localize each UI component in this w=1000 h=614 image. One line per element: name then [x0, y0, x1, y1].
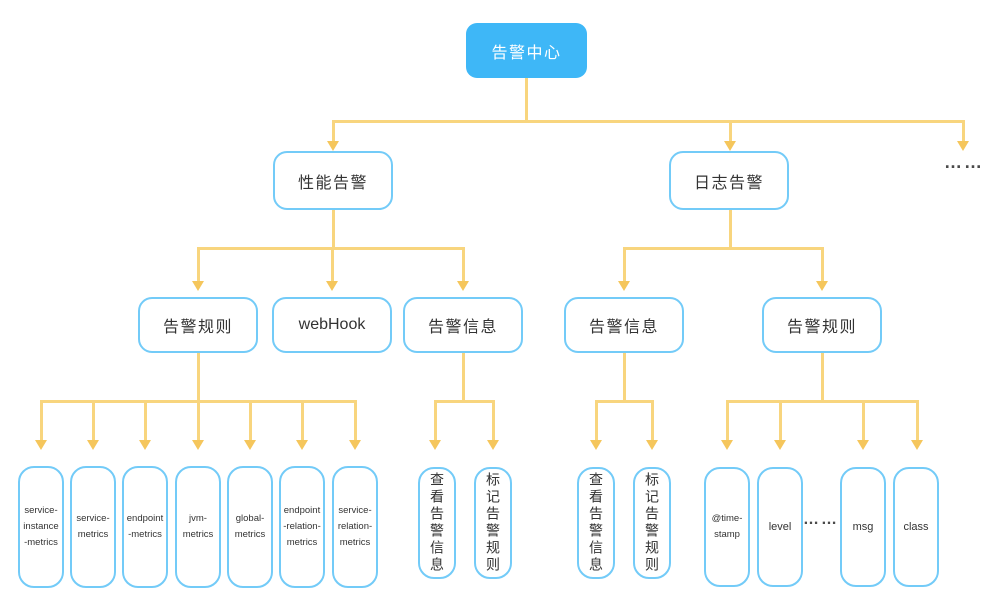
arrow-down-icon [723, 141, 736, 151]
node-mark-alert-rules-log: 标记告警规则 [633, 467, 671, 579]
arrow-down-icon [956, 141, 969, 151]
node-performance-alert-info: 告警信息 [403, 297, 523, 353]
connector-stem-log-info [622, 353, 626, 401]
arrow-down-icon [856, 440, 869, 450]
connector-drop [330, 248, 334, 282]
connector-drop [196, 248, 200, 282]
connector-bus-log-info [594, 399, 654, 403]
node-performance-alert-rules: 告警规则 [138, 297, 258, 353]
arrow-down-icon [428, 440, 441, 450]
connector-drop [778, 401, 782, 441]
arrow-down-icon [589, 440, 602, 450]
arrow-down-icon [486, 440, 499, 450]
arrow-down-icon [138, 440, 151, 450]
node-alert-center: 告警中心 [466, 23, 587, 78]
more-branches-ellipsis: …… [944, 152, 984, 172]
connector-bus-root [331, 119, 965, 123]
connector-drop [39, 401, 43, 441]
connector-stem-perf-info [461, 353, 465, 401]
connector-drop [331, 121, 335, 142]
node-performance-alert: 性能告警 [273, 151, 393, 210]
arrow-down-icon [86, 440, 99, 450]
connector-drop [725, 401, 729, 441]
connector-drop [248, 401, 252, 441]
node-msg-field: msg [840, 467, 886, 587]
connector-drop [143, 401, 147, 441]
node-log-alert: 日志告警 [669, 151, 789, 210]
connector-stem-root [525, 78, 528, 121]
connector-drop [196, 401, 200, 441]
connector-stem-performance [331, 210, 335, 248]
node-endpoint-relation-metrics: endpoint-relation-metrics [279, 466, 325, 588]
connector-drop [433, 401, 437, 441]
node-service-instance-metrics: service-instance-metrics [18, 466, 64, 588]
connector-bus-log-rules [725, 399, 919, 403]
node-endpoint-metrics: endpoint-metrics [122, 466, 168, 588]
connector-stem-log-rules [820, 353, 824, 401]
connector-drop [961, 121, 965, 142]
connector-drop [491, 401, 495, 441]
node-class-field: class [893, 467, 939, 587]
node-view-alert-info-performance: 查看告警信息 [418, 467, 456, 579]
node-level-field: level [757, 467, 803, 587]
node-mark-alert-rules-performance: 标记告警规则 [474, 467, 512, 579]
more-fields-ellipsis: …… [803, 511, 839, 528]
node-log-alert-info: 告警信息 [564, 297, 684, 353]
node-view-alert-info-log: 查看告警信息 [577, 467, 615, 579]
connector-bus-log [622, 246, 824, 250]
node-global-metrics: global-metrics [227, 466, 273, 588]
node-webhook: webHook [272, 297, 392, 353]
arrow-down-icon [34, 440, 47, 450]
connector-stem-perf-rules [196, 353, 200, 401]
arrow-down-icon [348, 440, 361, 450]
arrow-down-icon [243, 440, 256, 450]
connector-drop [91, 401, 95, 441]
node-service-relation-metrics: service-relation-metrics [332, 466, 378, 588]
arrow-down-icon [191, 281, 204, 291]
arrow-down-icon [773, 440, 786, 450]
arrow-down-icon [191, 440, 204, 450]
connector-drop [353, 401, 357, 441]
node-jvm-metrics: jvm-metrics [175, 466, 221, 588]
arrow-down-icon [815, 281, 828, 291]
connector-drop [622, 248, 626, 282]
connector-drop [861, 401, 865, 441]
connector-bus-perf-info [433, 399, 495, 403]
arrow-down-icon [325, 281, 338, 291]
connector-drop [461, 248, 465, 282]
node-log-alert-rules: 告警规则 [762, 297, 882, 353]
arrow-down-icon [645, 440, 658, 450]
connector-stem-log [728, 210, 732, 248]
arrow-down-icon [617, 281, 630, 291]
arrow-down-icon [720, 440, 733, 450]
node-service-metrics: service-metrics [70, 466, 116, 588]
connector-drop [594, 401, 598, 441]
arrow-down-icon [910, 440, 923, 450]
connector-drop [915, 401, 919, 441]
arrow-down-icon [326, 141, 339, 151]
arrow-down-icon [456, 281, 469, 291]
arrow-down-icon [295, 440, 308, 450]
connector-drop [650, 401, 654, 441]
connector-drop [728, 121, 732, 142]
connector-drop [300, 401, 304, 441]
node-timestamp-field: @time-stamp [704, 467, 750, 587]
connector-drop [820, 248, 824, 282]
